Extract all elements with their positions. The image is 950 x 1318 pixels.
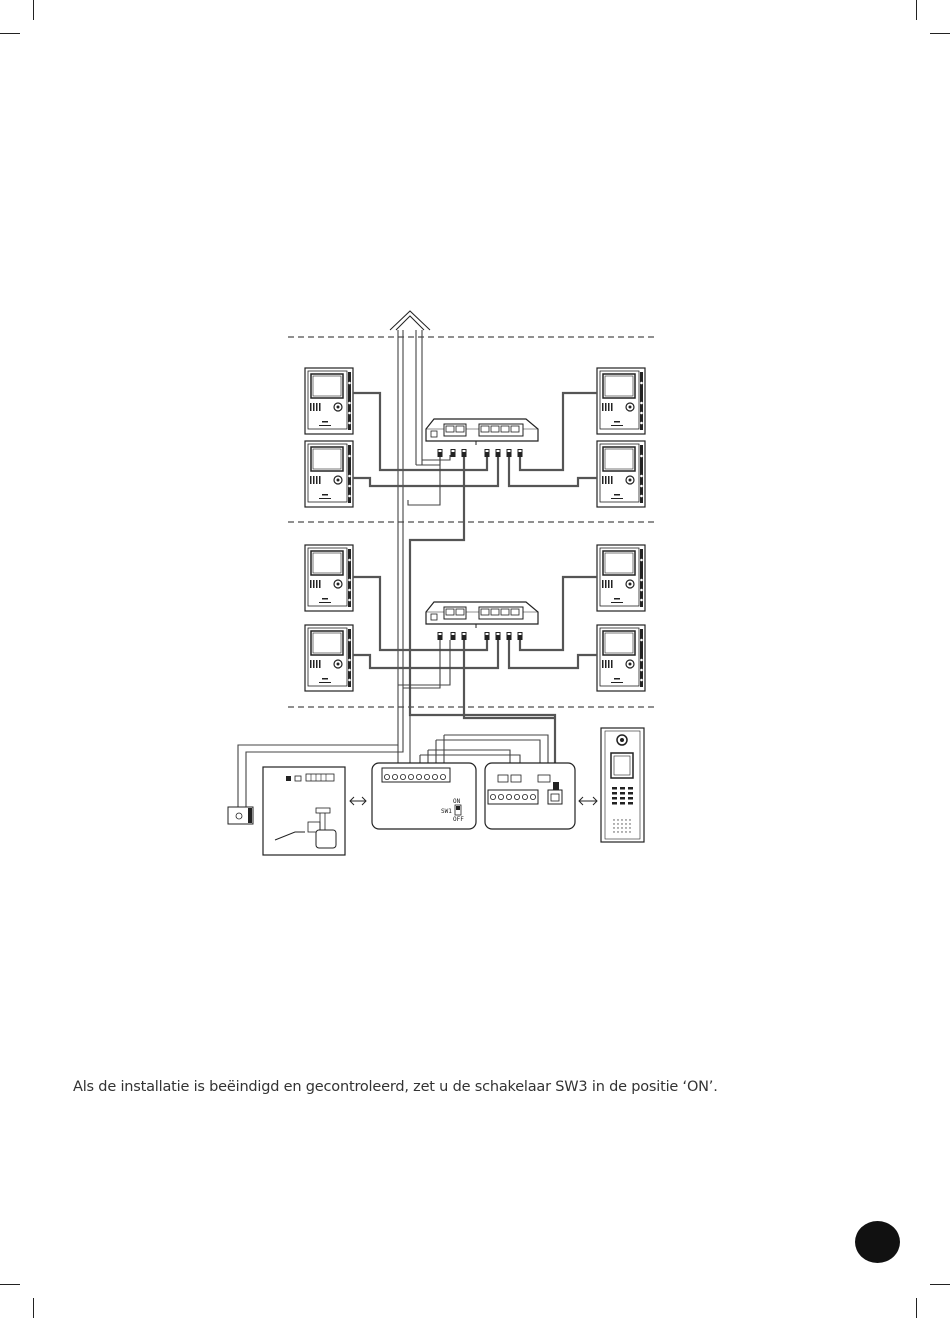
arrow-up-icon xyxy=(390,311,430,330)
door-lock-icon xyxy=(228,807,253,824)
monitor-icon xyxy=(597,368,645,434)
monitor-icon xyxy=(597,625,645,691)
monitor-icon xyxy=(305,625,353,691)
monitor-icon xyxy=(305,441,353,507)
crop-mark-top-right-v xyxy=(916,0,917,20)
off-label: OFF xyxy=(453,816,464,823)
monitor-icon xyxy=(597,545,645,611)
on-label: ON xyxy=(453,798,461,805)
power-supply-board-icon xyxy=(263,767,345,855)
plug-icon xyxy=(438,632,523,640)
crop-mark-top-right-h xyxy=(930,33,950,34)
monitor-icon xyxy=(305,368,353,434)
monitor-icon xyxy=(305,545,353,611)
crop-mark-bottom-left-v xyxy=(33,1298,34,1318)
crop-mark-bottom-right-v xyxy=(916,1298,917,1318)
distributor-icon xyxy=(426,419,538,445)
crop-mark-top-left-h xyxy=(0,33,20,34)
double-arrow-icon xyxy=(579,797,597,805)
sw1-label: SW1 xyxy=(441,808,452,815)
interface-module-icon xyxy=(485,763,575,829)
distributor-icon xyxy=(426,602,538,628)
crop-mark-top-left-v xyxy=(33,0,34,20)
page-number-badge xyxy=(855,1221,900,1263)
double-arrow-icon xyxy=(350,797,366,805)
main-module-icon: ON SW1 OFF xyxy=(372,763,476,829)
door-panel-icon xyxy=(601,728,644,842)
crop-mark-bottom-right-h xyxy=(930,1284,950,1285)
monitor-icon xyxy=(597,441,645,507)
wiring-diagram: ON SW1 OFF xyxy=(220,305,670,870)
crop-mark-bottom-left-h xyxy=(0,1284,20,1285)
caption-text: Als de installatie is beëindigd en gecon… xyxy=(73,1079,718,1095)
